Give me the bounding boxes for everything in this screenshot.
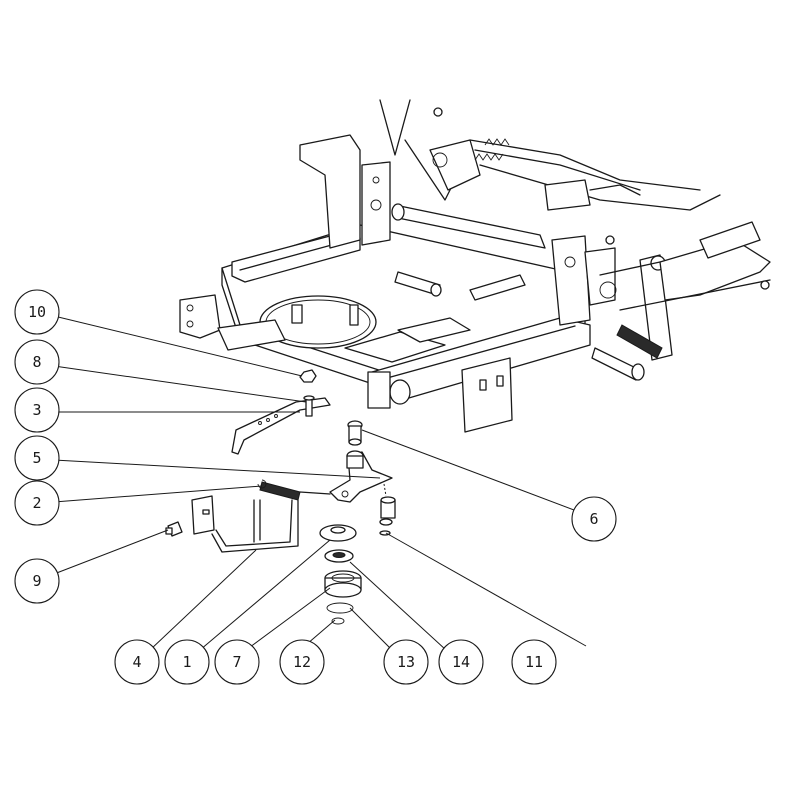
svg-text:14: 14 (452, 653, 470, 671)
svg-text:5: 5 (32, 449, 41, 467)
callout-14: 14 (438, 639, 484, 685)
callout-1: 1 (164, 639, 210, 685)
svg-text:1: 1 (182, 653, 191, 671)
part-8-bolt (303, 395, 315, 417)
callout-7: 7 (214, 639, 260, 685)
callout-3: 3 (14, 387, 60, 433)
part-13-snap-ring (326, 602, 354, 614)
svg-text:13: 13 (397, 653, 415, 671)
leader-lines (53, 315, 587, 651)
callout-11: 11 (511, 639, 557, 685)
part-3-bracket-bar (231, 397, 331, 455)
right-side-spring (616, 324, 663, 359)
svg-text:6: 6 (589, 510, 598, 528)
svg-text:4: 4 (132, 653, 141, 671)
callout-2: 2 (14, 480, 60, 526)
callout-9: 9 (14, 558, 60, 604)
part-6-spacer (347, 420, 363, 446)
svg-text:9: 9 (32, 572, 41, 590)
mower-frame-assembly (179, 99, 771, 433)
svg-text:12: 12 (293, 653, 311, 671)
callout-5: 5 (14, 435, 60, 481)
callout-4: 4 (114, 639, 160, 685)
part-4-pedal-bracket (191, 495, 299, 553)
svg-text:2: 2 (32, 494, 41, 512)
svg-text:7: 7 (232, 653, 241, 671)
callout-8: 8 (14, 339, 60, 385)
top-springs (474, 138, 510, 161)
part-2-spring (257, 479, 301, 501)
callout-12: 12 (279, 639, 325, 685)
part-11-bushing (379, 496, 396, 536)
svg-text:11: 11 (525, 653, 543, 671)
part-10-nut (299, 369, 317, 383)
part-9-bolt (165, 521, 183, 537)
part-7-collar (324, 570, 362, 598)
svg-text:3: 3 (32, 401, 41, 419)
svg-text:8: 8 (32, 353, 41, 371)
callout-6: 6 (571, 496, 617, 542)
part-12-ring (331, 617, 345, 625)
callout-13: 13 (383, 639, 429, 685)
callout-10: 10 (14, 289, 60, 335)
part-1-washer (319, 524, 357, 542)
part-14-bearing (324, 549, 354, 563)
svg-text:10: 10 (28, 303, 46, 321)
